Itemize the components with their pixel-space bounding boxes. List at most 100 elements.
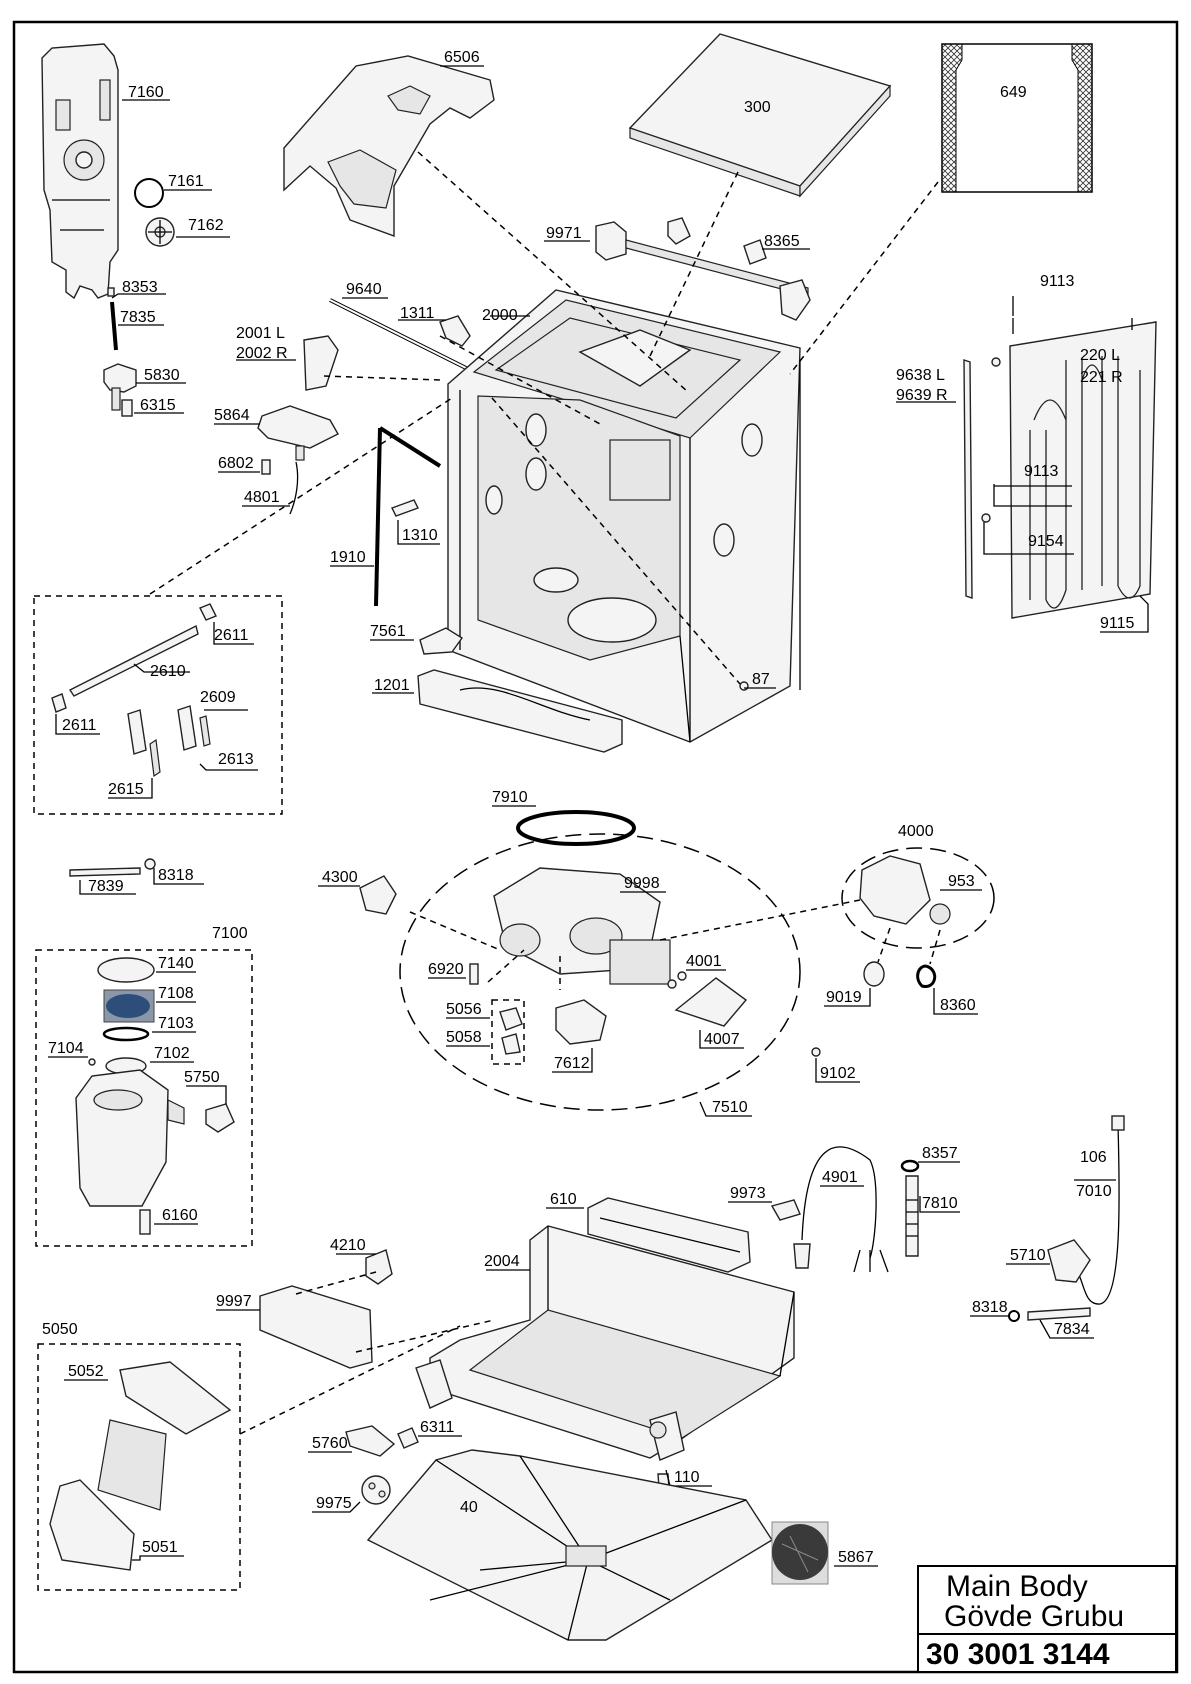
label-2002: 2002 R — [236, 345, 288, 362]
label-7103: 7103 — [158, 1015, 194, 1032]
label-9997: 9997 — [216, 1293, 252, 1310]
part-9638-strip — [963, 359, 973, 599]
label-5056: 5056 — [446, 1001, 482, 1018]
label-2001: 2001 L — [236, 325, 285, 342]
label-6315: 6315 — [140, 397, 176, 414]
part-8360-clamp — [916, 964, 937, 988]
part-87-screw — [739, 681, 749, 691]
label-5864: 5864 — [214, 407, 250, 424]
part-6802 — [261, 459, 271, 475]
part-2004-base-frame — [415, 1225, 795, 1461]
label-5052: 5052 — [68, 1363, 104, 1380]
label-8357: 8357 — [922, 1145, 958, 1162]
part-5052-bracket — [119, 1361, 232, 1435]
label-106: 106 — [1080, 1149, 1107, 1166]
part-8357-clamp — [900, 1159, 920, 1173]
part-7910-ring — [516, 810, 636, 846]
part-4300-sensor — [359, 875, 397, 915]
part-1201-rail — [417, 669, 623, 753]
label-9113-mid: 9113 — [1024, 463, 1059, 480]
label-5710: 5710 — [1010, 1247, 1046, 1264]
part-5750-valve — [205, 1103, 235, 1133]
part-610-front-panel — [587, 1197, 751, 1273]
label-40: 40 — [460, 1499, 478, 1516]
label-5050: 5050 — [42, 1321, 78, 1338]
label-4007: 4007 — [704, 1031, 740, 1048]
label-7140: 7140 — [158, 955, 194, 972]
part-7108-membrane — [103, 989, 155, 1023]
part-7102-container — [75, 1069, 185, 1207]
label-2004: 2004 — [484, 1253, 520, 1270]
label-2610: 2610 — [150, 663, 186, 680]
part-7140-cap — [97, 957, 155, 983]
label-1910: 1910 — [330, 549, 366, 566]
part-6311 — [397, 1427, 419, 1449]
label-7810: 7810 — [922, 1195, 958, 1212]
part-7104 — [88, 1058, 96, 1066]
label-4300: 4300 — [322, 869, 358, 886]
label-7104: 7104 — [48, 1040, 84, 1057]
label-2611-top: 2611 — [214, 627, 249, 644]
label-9973: 9973 — [730, 1185, 766, 1202]
label-5867: 5867 — [838, 1549, 874, 1566]
label-7100: 7100 — [212, 925, 248, 942]
part-7834 — [1027, 1307, 1091, 1321]
part-7103-ring — [102, 1026, 150, 1042]
label-6920: 6920 — [428, 961, 464, 978]
label-9639: 9639 R — [896, 387, 948, 404]
label-5058: 5058 — [446, 1029, 482, 1046]
part-8318-clamp — [1008, 1310, 1020, 1322]
label-5051: 5051 — [142, 1539, 178, 1556]
part-9640-rod — [329, 298, 471, 372]
label-9115: 9115 — [1100, 615, 1135, 632]
part-6315-clip — [121, 399, 133, 417]
subassembly-7100-box — [35, 949, 253, 1247]
part-2001-bracket — [303, 335, 339, 391]
part-9975-filter — [361, 1475, 391, 1505]
diagram-frame — [12, 20, 1179, 1674]
label-8353: 8353 — [122, 279, 158, 296]
part-4901-power-cable — [793, 1146, 889, 1273]
label-9154: 9154 — [1028, 533, 1064, 550]
title-block: Main Body Gövde Grubu 30 3001 3144 — [917, 1565, 1177, 1673]
title-english: Main Body — [946, 1570, 1088, 1603]
label-7561: 7561 — [370, 623, 406, 640]
part-8353 — [107, 287, 115, 297]
label-953: 953 — [948, 873, 975, 890]
part-1310-pin — [391, 499, 419, 517]
part-9019-seal — [863, 961, 885, 987]
part-6920 — [469, 963, 479, 985]
label-4210: 4210 — [330, 1237, 366, 1254]
label-7910: 7910 — [492, 789, 528, 806]
part-300-top-panel — [628, 33, 892, 198]
subassembly-2610-box — [33, 595, 283, 815]
label-7835: 7835 — [120, 309, 156, 326]
part-5864-switch — [257, 405, 339, 461]
part-5760 — [345, 1425, 396, 1457]
label-9640: 9640 — [346, 281, 382, 298]
part-9997-air-break — [259, 1285, 373, 1369]
label-7102: 7102 — [154, 1045, 190, 1062]
label-9113-top: 9113 — [1040, 273, 1075, 290]
label-7010: 7010 — [1076, 1183, 1112, 1200]
label-6311: 6311 — [420, 1419, 455, 1436]
label-8318-right: 8318 — [972, 1299, 1008, 1316]
part-5051-tray — [49, 1479, 135, 1571]
part-2609-clips — [127, 705, 211, 778]
part-9973 — [770, 1199, 801, 1221]
label-9102: 9102 — [820, 1065, 856, 1082]
part-106-cable — [1067, 1115, 1125, 1305]
part-649-insulation — [941, 43, 1093, 193]
label-8360: 8360 — [940, 997, 976, 1014]
label-7160: 7160 — [128, 84, 164, 101]
part-2611-caps — [51, 603, 217, 713]
label-9998: 9998 — [624, 875, 660, 892]
label-4901: 4901 — [822, 1169, 858, 1186]
part-2000-tub — [447, 289, 801, 743]
label-7161: 7161 — [168, 173, 204, 190]
part-2610-rail — [68, 624, 199, 697]
part-number: 30 3001 3144 — [926, 1638, 1110, 1671]
label-6506: 6506 — [444, 49, 480, 66]
label-7108: 7108 — [158, 985, 194, 1002]
